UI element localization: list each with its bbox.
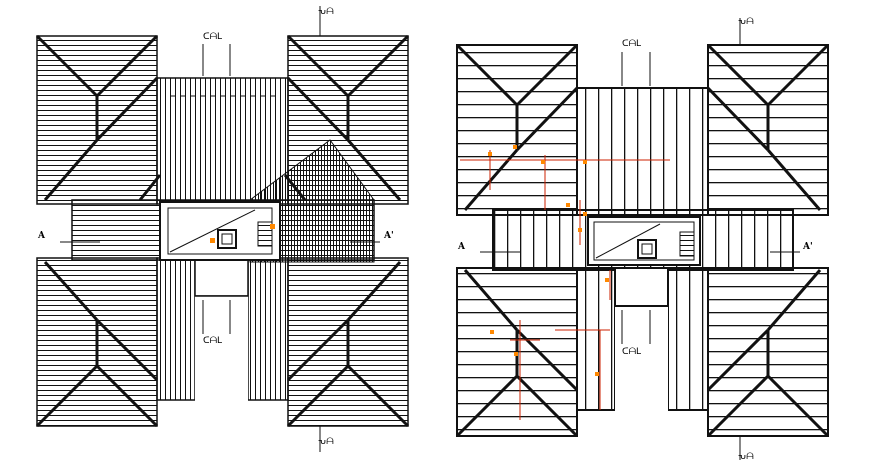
left-entry xyxy=(195,296,248,426)
section-mark-top-right-plan: ᑕᗩᒪ xyxy=(622,39,642,49)
section-mark-top-right-corner: ᕃᗩ xyxy=(738,17,754,27)
right-courtyard xyxy=(614,267,669,307)
section-label-a-prime-left: A' xyxy=(384,231,394,241)
right-top-body xyxy=(576,87,709,216)
left-skylight-chimney xyxy=(217,229,237,249)
left-lower-right-body xyxy=(247,257,289,401)
section-label-a-prime-right: A' xyxy=(803,242,813,252)
section-mark-bottom-left: ᑕᗩᒪ xyxy=(203,336,223,346)
right-lower-left-body xyxy=(576,267,616,411)
section-label-a-left: A xyxy=(38,231,45,241)
section-label-a-right: A xyxy=(458,242,465,252)
section-mark-top-right-left: ᕃᗩ xyxy=(318,7,334,17)
left-roof-plan xyxy=(35,6,410,452)
left-courtyard xyxy=(194,257,249,297)
left-top-body xyxy=(156,77,289,205)
section-mark-bottom-right-left: ᕃᗩ xyxy=(318,437,334,447)
section-mark-bottom-right-corner: ᕃᗩ xyxy=(738,452,754,462)
section-mark-bottom-right-plan: ᑕᗩᒪ xyxy=(622,347,642,357)
section-mark-top-left: ᑕᗩᒪ xyxy=(203,32,223,42)
right-framing-plan xyxy=(455,18,830,460)
right-skylight-chimney xyxy=(637,239,657,259)
right-lower-right-body xyxy=(667,267,709,411)
left-lower-left-body xyxy=(156,257,196,401)
